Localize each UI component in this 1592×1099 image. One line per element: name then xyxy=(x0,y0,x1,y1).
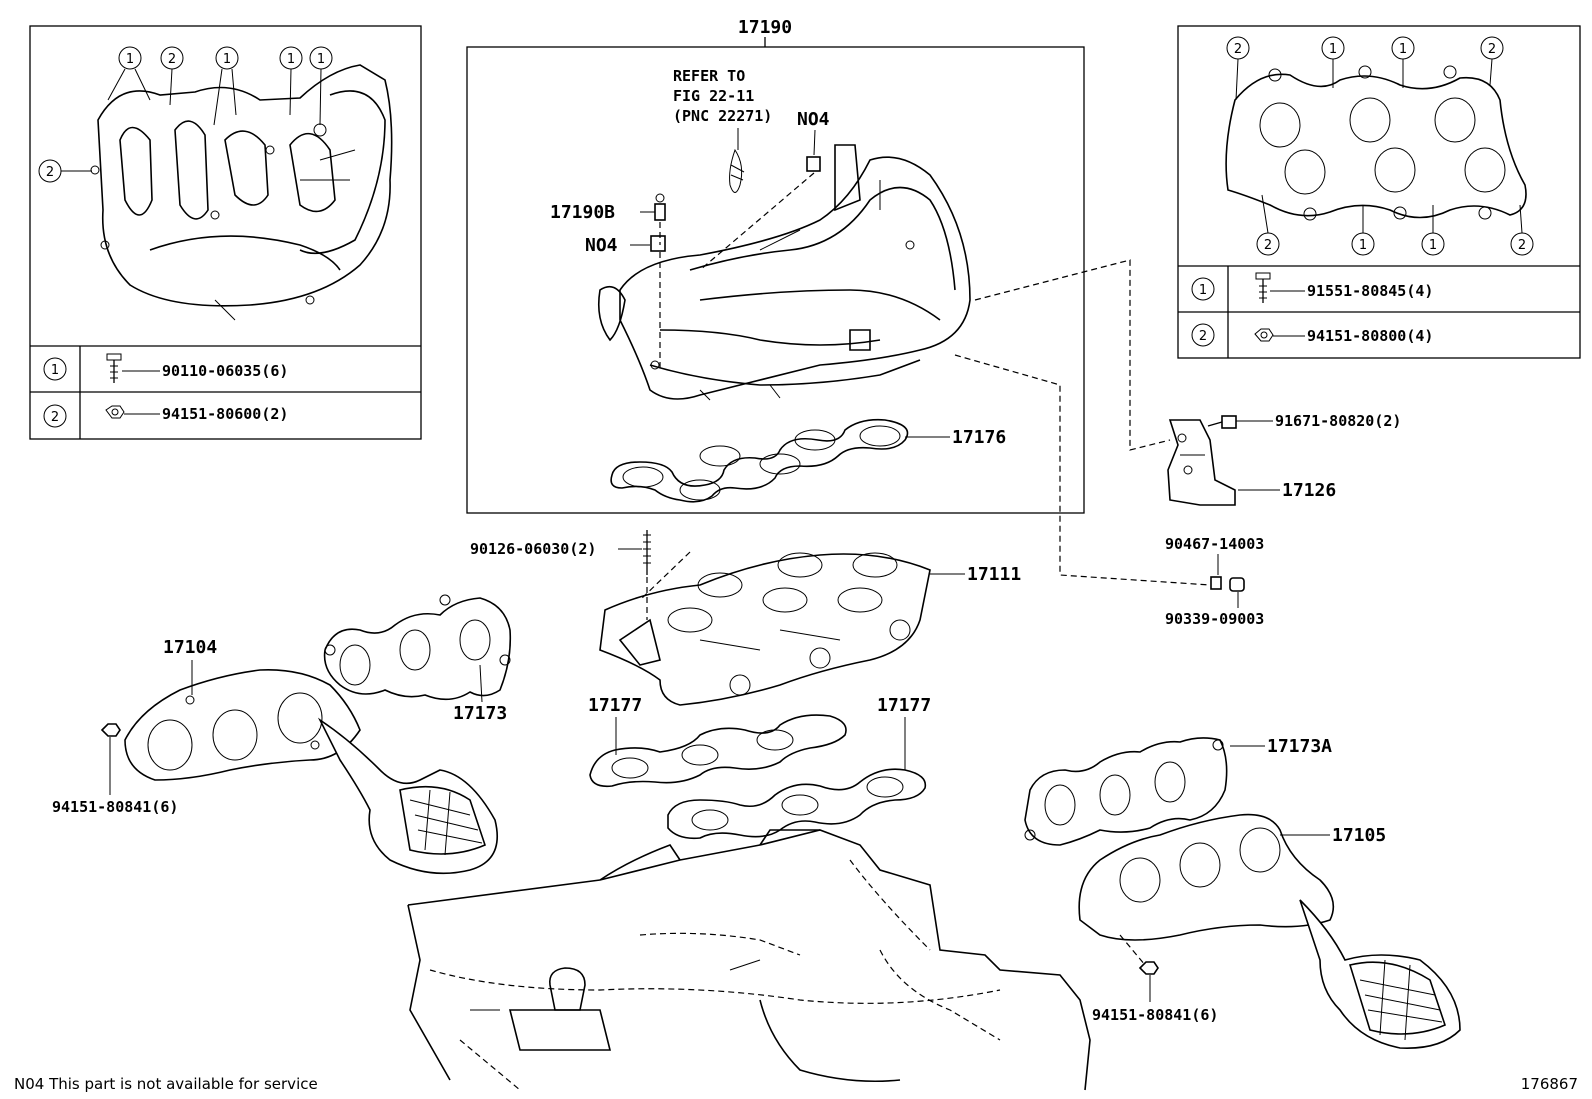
nut-icon xyxy=(105,405,125,419)
callout-90467: 90467-14003 xyxy=(1165,535,1264,553)
right-callout-top-1: 2 xyxy=(1234,42,1242,57)
refer-line-1: REFER TO xyxy=(673,67,745,85)
right-inset: 2 1 1 2 2 1 1 2 1 xyxy=(1177,25,1581,359)
nut-icon xyxy=(1254,328,1274,342)
callout-17177-left: 17177 xyxy=(588,695,642,716)
right-callout-top-4: 2 xyxy=(1488,42,1496,57)
left-legend-part-2: 94151-80600(2) xyxy=(162,405,288,423)
cap-n04-mid xyxy=(650,235,666,252)
callout-90126: 90126-06030(2) xyxy=(470,540,596,558)
callout-17104: 17104 xyxy=(163,637,217,658)
grommet-90339 xyxy=(1229,577,1245,592)
gasket-17173 xyxy=(323,594,512,701)
left-callout-1d: 1 xyxy=(317,52,325,67)
intake-manifold-17190-drawing xyxy=(597,144,971,401)
hose-fitting-icon xyxy=(729,148,745,193)
callout-17190: 17190 xyxy=(738,17,792,38)
callout-90339: 90339-09003 xyxy=(1165,610,1264,628)
stud-90126 xyxy=(643,530,651,575)
right-callout-top-3: 1 xyxy=(1399,42,1407,57)
right-callout-bottom-3: 1 xyxy=(1429,238,1437,253)
right-callout-top-2: 1 xyxy=(1329,42,1337,57)
callout-17173: 17173 xyxy=(453,703,507,724)
exhaust-gasket-right-sketch xyxy=(1225,65,1527,221)
left-inset-top-callouts: 1 2 1 1 1 2 xyxy=(38,46,333,183)
callout-91671: 91671-80820(2) xyxy=(1275,412,1401,430)
callout-17126: 17126 xyxy=(1282,480,1336,501)
intake-manifold-box: 17190 REFER TO FIG 22-11 (PNC 22271) NO4… xyxy=(466,17,1085,514)
bolt-icon xyxy=(1255,272,1271,303)
callout-17173a: 17173A xyxy=(1267,736,1332,757)
bolt-icon xyxy=(106,353,122,383)
refer-line-2: FIG 22-11 xyxy=(673,87,754,105)
intake-manifold-left-sketch xyxy=(90,64,393,321)
fitting-17190b xyxy=(654,193,666,221)
right-legend-part-1: 91551-80845(4) xyxy=(1307,282,1433,300)
exhaust-manifold-17105 xyxy=(1078,813,1461,1049)
left-inset-legend: 1 90110-06035(6) 2 94151-80600(2) xyxy=(43,353,288,428)
right-inset-bottom-callouts: 2 1 1 2 xyxy=(1256,194,1534,256)
gasket-17176 xyxy=(610,418,909,503)
left-callout-side: 2 xyxy=(46,165,54,180)
footer-note: N04 This part is not available for servi… xyxy=(14,1075,318,1093)
gasket-17173a xyxy=(1024,737,1228,846)
callout-n04-top: NO4 xyxy=(797,109,830,130)
callout-94151-left: 94151-80841(6) xyxy=(52,798,178,816)
engine-block-sketch xyxy=(407,829,1091,1091)
callout-17177-right: 17177 xyxy=(877,695,931,716)
clip-90467 xyxy=(1210,576,1222,590)
nut-94151-left xyxy=(100,723,121,737)
right-legend-part-2: 94151-80800(4) xyxy=(1307,327,1433,345)
bolt-91671 xyxy=(1207,415,1237,429)
gasket-17177-left xyxy=(589,714,847,788)
left-callout-1b: 1 xyxy=(223,52,231,67)
refer-line-3: (PNC 22271) xyxy=(673,107,772,125)
right-inset-top-callouts: 2 1 1 2 xyxy=(1226,36,1504,101)
left-legend-num-2: 2 xyxy=(51,410,59,425)
right-callout-bottom-2: 1 xyxy=(1359,238,1367,253)
right-legend-num-1: 1 xyxy=(1199,283,1207,298)
right-legend-num-2: 2 xyxy=(1199,329,1207,344)
callout-94151-right: 94151-80841(6) xyxy=(1092,1006,1218,1024)
exhaust-manifold-17104 xyxy=(124,668,499,875)
left-legend-num-1: 1 xyxy=(51,363,59,378)
left-legend-part-1: 90110-06035(6) xyxy=(162,362,288,380)
right-inset-legend: 1 91551-80845(4) 2 94151-80800(4) xyxy=(1191,272,1433,347)
right-callout-bottom-4: 2 xyxy=(1518,238,1526,253)
callout-17176: 17176 xyxy=(952,427,1006,448)
diagram-ref-number: 176867 xyxy=(1521,1075,1578,1093)
left-callout-1c: 1 xyxy=(287,52,295,67)
left-inset: 1 2 1 1 1 2 1 xyxy=(29,25,422,440)
callout-17111: 17111 xyxy=(967,564,1021,585)
bracket-17126 xyxy=(1167,419,1236,506)
callout-17105: 17105 xyxy=(1332,825,1386,846)
left-callout-2a: 2 xyxy=(168,52,176,67)
callout-n04-mid: NO4 xyxy=(585,235,618,256)
left-callout-1a: 1 xyxy=(126,52,134,67)
cap-n04-top xyxy=(806,156,821,172)
gasket-17177-right xyxy=(667,768,927,840)
right-callout-bottom-1: 2 xyxy=(1264,238,1272,253)
callout-17190b: 17190B xyxy=(550,202,615,223)
nut-94151-right xyxy=(1138,961,1159,975)
intake-manifold-17111-drawing xyxy=(599,552,931,706)
